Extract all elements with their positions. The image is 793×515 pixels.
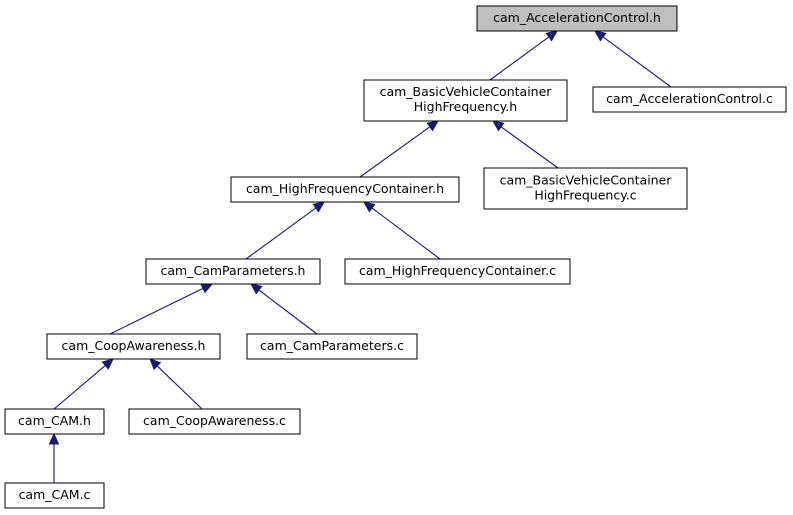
edge-line	[359, 126, 431, 178]
node-accel-c[interactable]: cam_AccelerationControl.c	[592, 86, 787, 113]
node-bvc-c[interactable]: cam_BasicVehicleContainer HighFrequency.…	[483, 167, 688, 210]
edge-line	[258, 289, 318, 335]
arrowhead-icon	[312, 201, 325, 213]
edge-line	[245, 207, 317, 260]
edge-line	[53, 365, 106, 410]
node-label: cam_CamParameters.c	[260, 338, 404, 353]
arrowhead-icon	[200, 283, 214, 294]
node-label-line-2: HighFrequency.c	[534, 188, 636, 203]
node-label: cam_HighFrequencyContainer.c	[359, 263, 556, 278]
arrowhead-icon	[48, 432, 60, 445]
node-label: cam_HighFrequencyContainer.h	[246, 181, 444, 196]
arrowhead-icon	[149, 358, 162, 371]
node-hfc-c[interactable]: cam_HighFrequencyContainer.c	[344, 258, 571, 285]
arrowhead-icon	[250, 283, 263, 295]
arrowhead-icon	[594, 30, 607, 42]
edge-line	[371, 207, 441, 260]
node-label-line-1: cam_BasicVehicleContainer	[500, 173, 673, 188]
node-ca-h[interactable]: cam_CoopAwareness.h	[46, 333, 221, 360]
node-label: cam_AccelerationControl.h	[493, 10, 661, 25]
edge-line	[156, 365, 203, 410]
node-cp-c[interactable]: cam_CamParameters.c	[246, 333, 418, 360]
node-cp-h[interactable]: cam_CamParameters.h	[145, 258, 321, 285]
arrowhead-icon	[545, 30, 558, 42]
node-hfc-h[interactable]: cam_HighFrequencyContainer.h	[230, 176, 460, 203]
node-label: cam_AccelerationControl.c	[606, 91, 773, 106]
node-label: cam_CAM.h	[18, 413, 91, 428]
edges-layer	[48, 30, 672, 483]
node-cam-c[interactable]: cam_CAM.c	[4, 482, 105, 509]
edge-line	[602, 36, 672, 88]
node-accel-h[interactable]: cam_AccelerationControl.h	[476, 5, 678, 32]
node-label: cam_CAM.c	[19, 487, 91, 502]
arrowhead-icon	[492, 120, 505, 132]
edge-line	[489, 36, 550, 81]
node-label-line-1: cam_BasicVehicleContainer	[380, 84, 553, 99]
node-label: cam_CoopAwareness.c	[143, 413, 286, 428]
arrowhead-icon	[363, 201, 376, 213]
node-bvc-h[interactable]: cam_BasicVehicleContainer HighFrequency.…	[363, 79, 568, 122]
arrowhead-icon	[426, 120, 439, 132]
node-ca-c[interactable]: cam_CoopAwareness.c	[128, 408, 301, 435]
edge-line	[500, 126, 559, 169]
arrowhead-icon	[101, 358, 114, 370]
node-cam-h[interactable]: cam_CAM.h	[4, 408, 105, 435]
node-label-line-2: HighFrequency.h	[414, 99, 517, 114]
edge-line	[109, 287, 204, 335]
node-label: cam_CoopAwareness.h	[62, 338, 206, 353]
node-label: cam_CamParameters.h	[161, 263, 306, 278]
